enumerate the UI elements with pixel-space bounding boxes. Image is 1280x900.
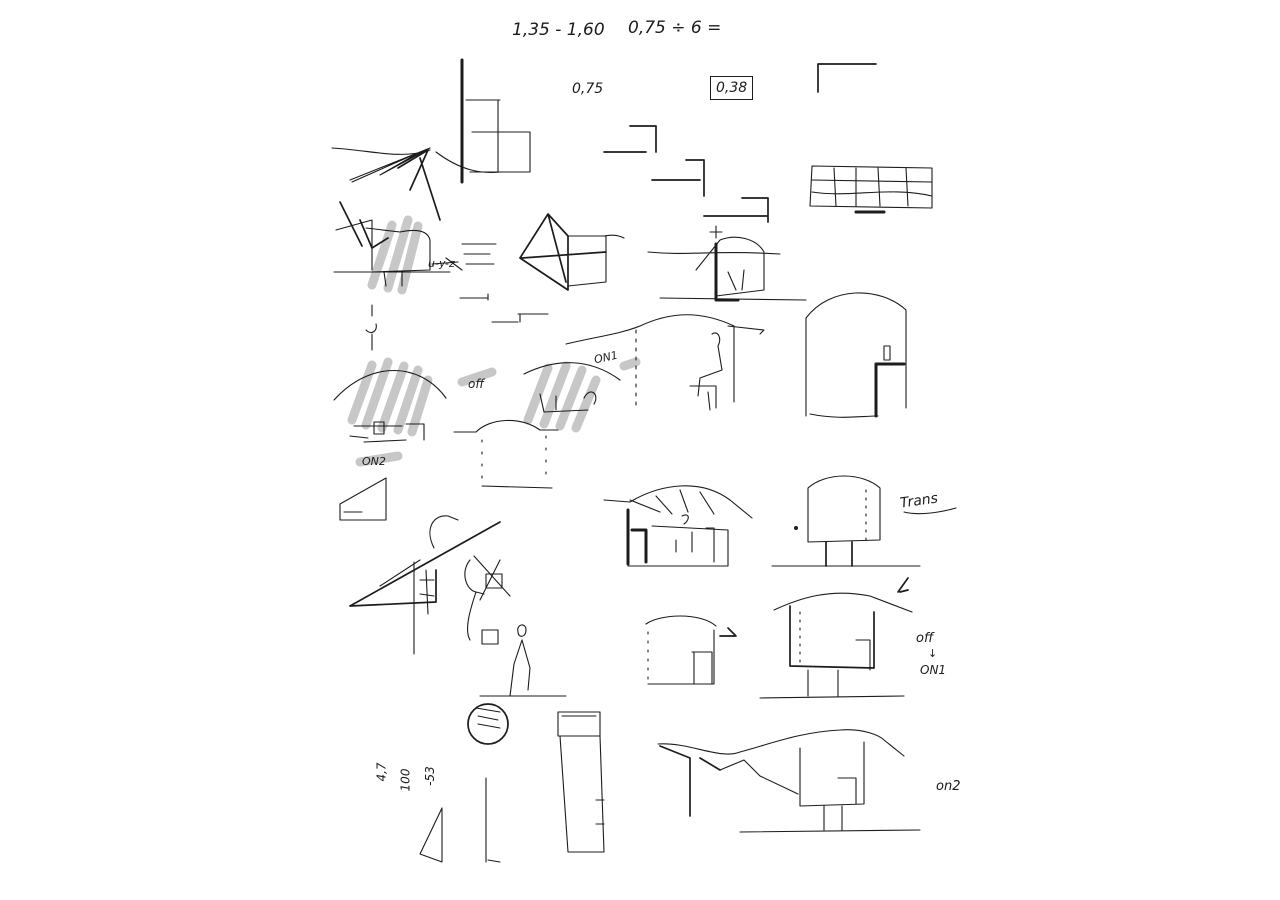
detail-lines bbox=[365, 243, 549, 351]
dim-b-label: 100 bbox=[398, 768, 413, 792]
lean-to-sketch bbox=[349, 515, 501, 655]
on2-label-2: on2 bbox=[936, 779, 961, 794]
value-075-note: 0,75 bbox=[572, 81, 604, 97]
on2-label-1: ON2 bbox=[362, 455, 386, 468]
dim-c-label: -53 bbox=[422, 766, 437, 786]
scribble-text: u-y-z bbox=[428, 257, 455, 270]
arrow-small: ↓ bbox=[928, 647, 938, 660]
column-elevation-sketch bbox=[460, 58, 531, 184]
roof-hatched-sketch bbox=[333, 201, 463, 287]
perspective-scribble bbox=[331, 147, 501, 221]
triangle-box-sketch bbox=[519, 213, 625, 291]
tall-room-sketch bbox=[805, 292, 907, 418]
tower-stilts-sketch bbox=[771, 475, 957, 567]
cabin-figure-sketch bbox=[647, 225, 807, 302]
gridded-panel bbox=[809, 165, 933, 214]
arch-roof-sketch bbox=[333, 370, 447, 443]
off-label-1: off bbox=[468, 377, 485, 391]
small-arch-section bbox=[453, 419, 559, 489]
cantilever-roof-sketch bbox=[657, 729, 921, 833]
tall-column-section bbox=[485, 711, 605, 863]
small-triangle bbox=[339, 477, 387, 521]
dimension-triangle bbox=[419, 807, 443, 863]
value-038-boxed-note: 0,38 bbox=[710, 76, 754, 100]
arched-cabin-sketch bbox=[603, 485, 753, 567]
room-section-sketch bbox=[565, 314, 765, 411]
arch-box-arrow-sketch bbox=[645, 615, 737, 685]
on1-label-2: ON1 bbox=[920, 663, 947, 677]
circle-detail-sketch bbox=[467, 703, 509, 745]
bracket-marks bbox=[603, 63, 877, 223]
marker-hatching bbox=[347, 215, 641, 467]
figure-group-sketch bbox=[464, 555, 567, 697]
calc-line-note: 1,35 - 1,60 bbox=[512, 20, 605, 40]
calc-division-note: 0,75 ÷ 6 = bbox=[628, 18, 722, 38]
dim-a-label: 4,7 bbox=[374, 762, 389, 782]
wide-roof-stilts-sketch bbox=[759, 577, 913, 699]
off-label-2: off bbox=[916, 631, 934, 646]
arch-figure-sketch bbox=[523, 362, 621, 413]
